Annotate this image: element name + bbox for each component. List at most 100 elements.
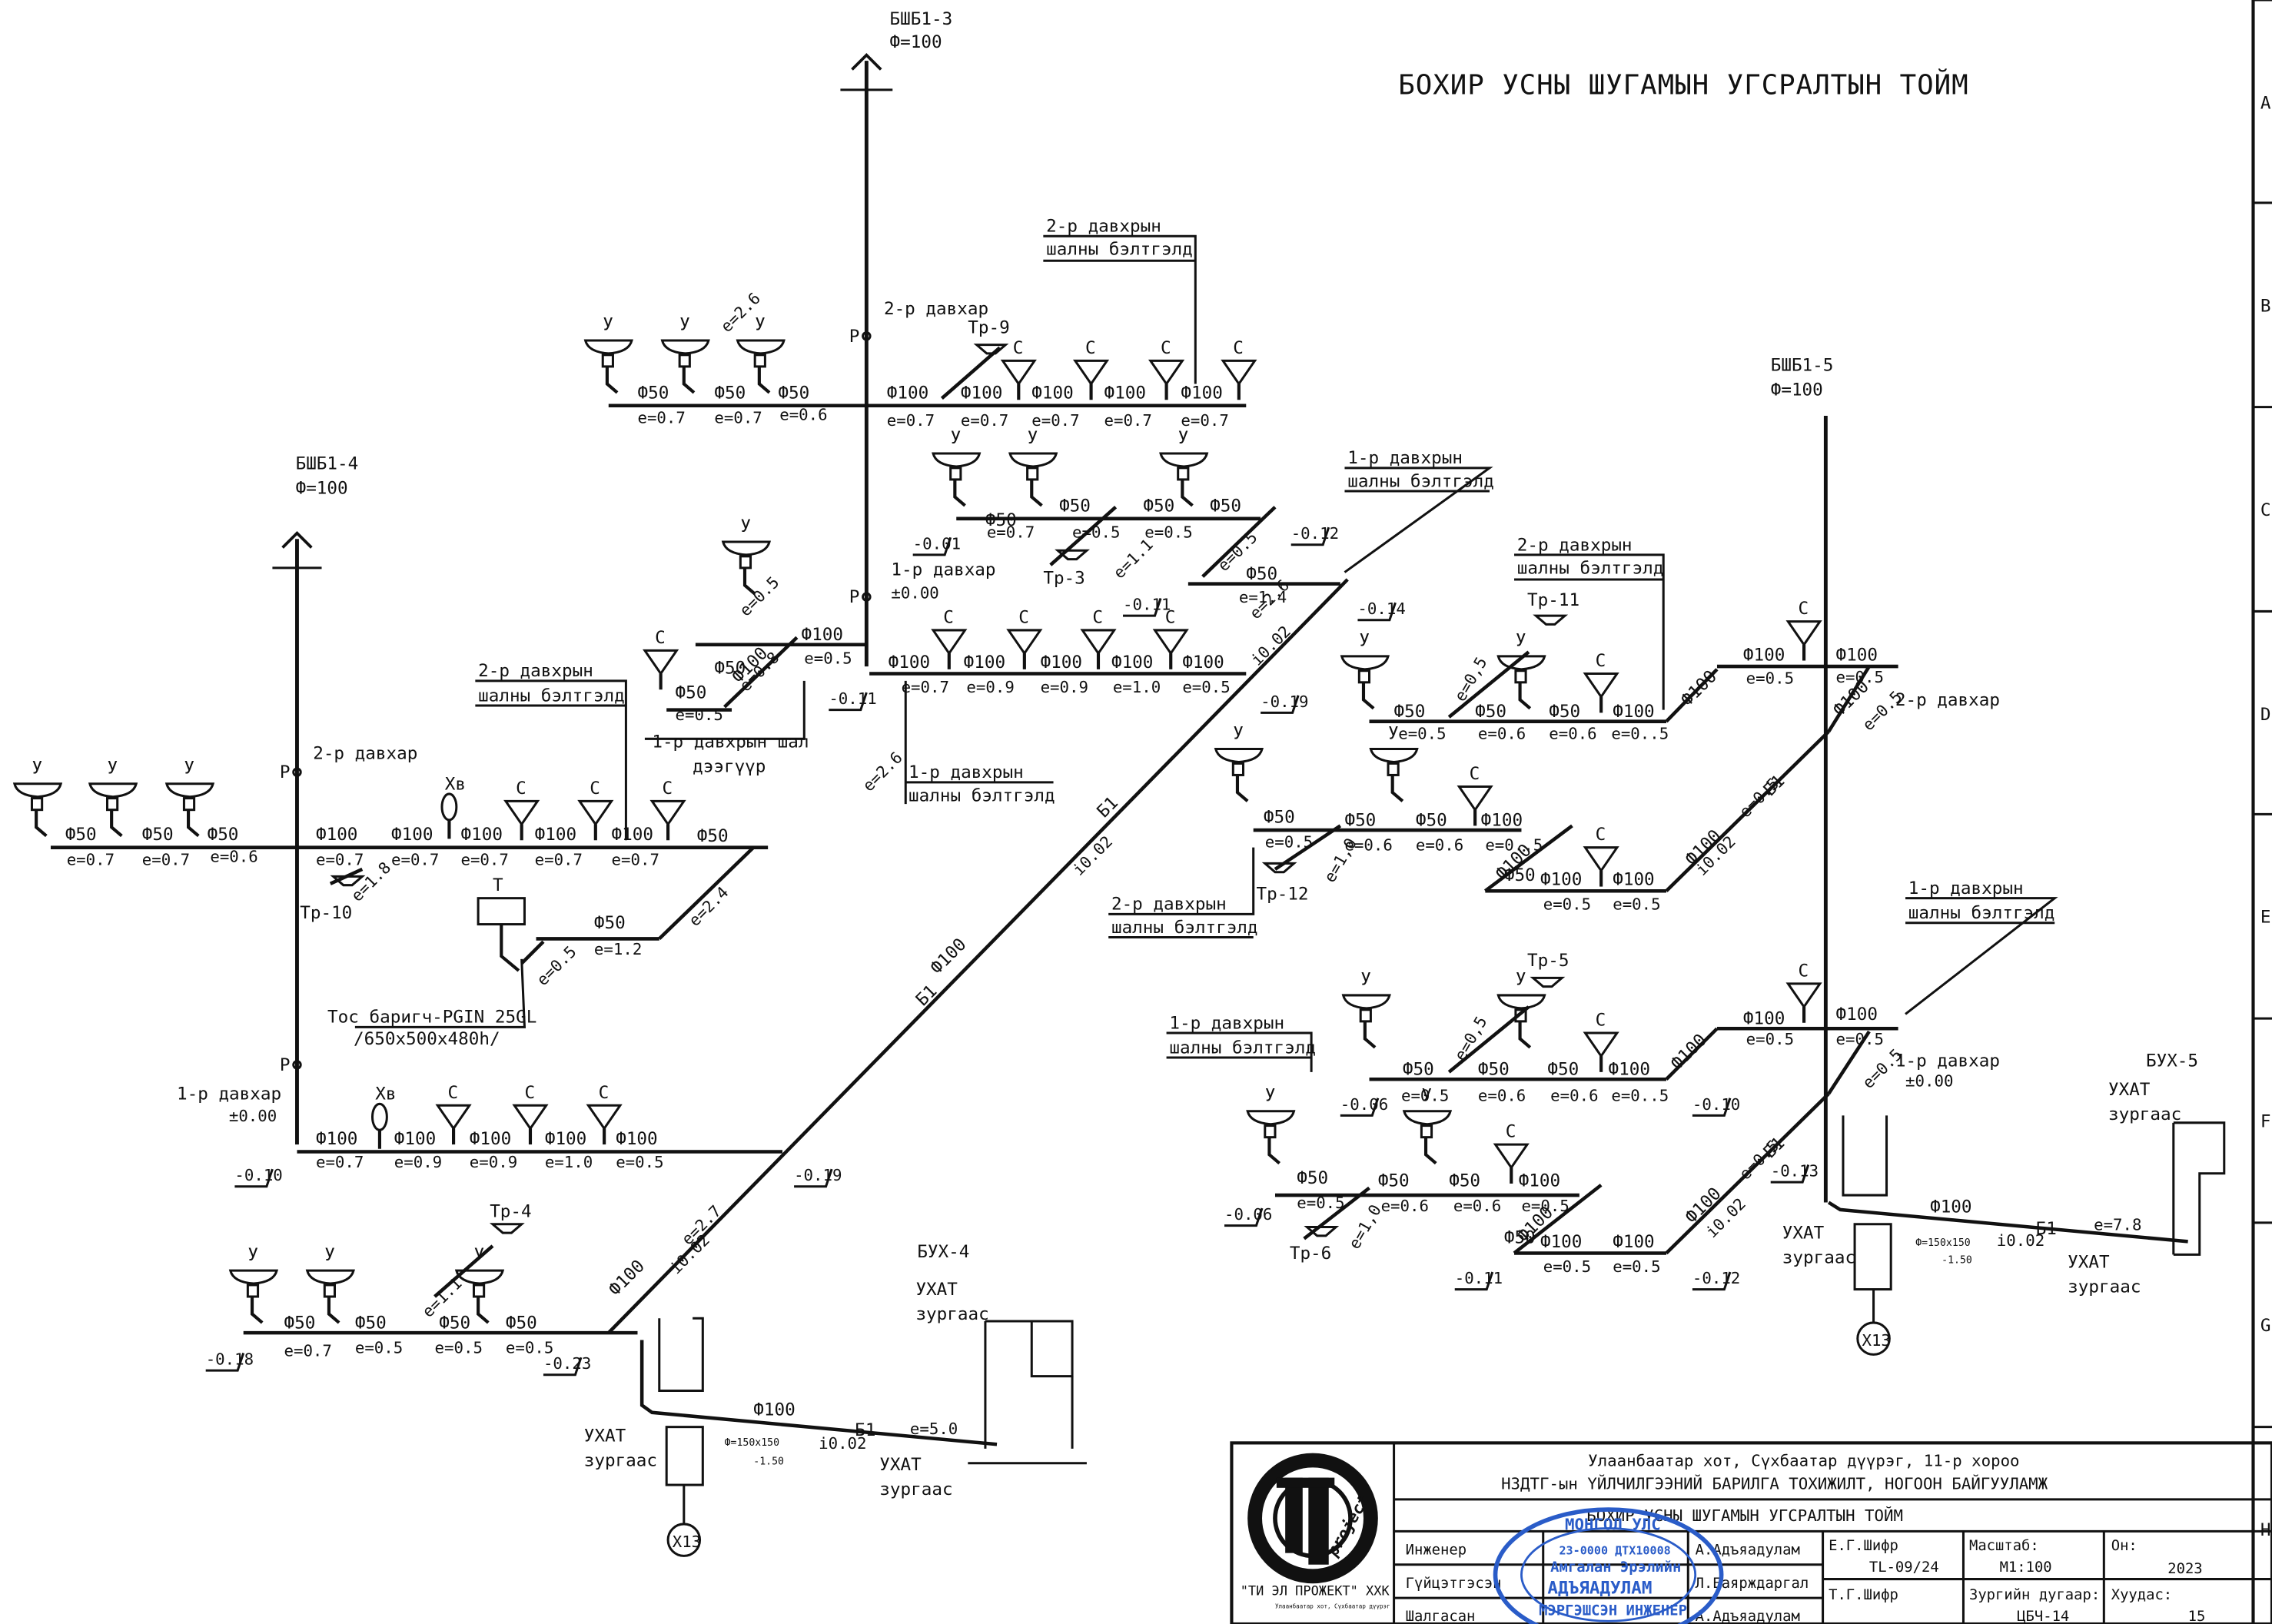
grease-trap-label: /650x500x480h/	[354, 1029, 500, 1049]
company-info: Улаанбаатар хот, Сүхбаатар дүүрэг	[1275, 1602, 1390, 1609]
slope-label: е=0.5	[1613, 1257, 1660, 1276]
riser-bshb1-3: БШБ1-3 Ф=100	[840, 9, 952, 667]
tb-sheet: 15	[2188, 1609, 2206, 1624]
pipe-diameter: Ф100	[1836, 646, 1878, 666]
pipe-diameter: Ф100	[535, 825, 576, 845]
annotation-text: шалны бэлтгэлд	[1169, 1038, 1316, 1058]
slope-label: е=1.0	[1113, 678, 1161, 696]
slope-label: е=0.5	[1182, 678, 1230, 696]
pipe-diameter: Ф50	[1378, 1171, 1410, 1191]
pipe-b1: Б1	[2036, 1219, 2057, 1239]
sheet-frame: A B C D E F G H	[2251, 0, 2272, 1624]
slope-label: е=0.5	[1543, 895, 1591, 914]
diagonal-branches	[329, 346, 1871, 1334]
pipe-diameter: Ф50	[208, 825, 239, 845]
sink-label: С	[943, 608, 954, 628]
slope-label: е=0.5	[1543, 1257, 1591, 1276]
level-label: -0.11	[829, 689, 876, 708]
washbasin-label: У	[679, 315, 690, 335]
pipe-diameter: Ф100	[1743, 1009, 1785, 1029]
pipe-diameter: Ф50	[65, 825, 97, 845]
washbasin-label: У	[324, 1245, 335, 1265]
slope-label: е=0,5	[1451, 654, 1491, 705]
tb-drawing-no-label: Зургийн дугаар:	[1969, 1587, 2100, 1603]
sink-label: С	[1470, 764, 1480, 784]
washbasin-label: У	[108, 759, 118, 779]
tb-name-2: Л.Баярждаргал	[1696, 1576, 1809, 1592]
stamp-country: МОНГОЛ УЛС	[1565, 1515, 1661, 1533]
annotation-text: 2-р давхрын	[1046, 217, 1161, 237]
washbasin-fixture: У	[1402, 1086, 1453, 1165]
washbasin-label: У	[1233, 723, 1244, 743]
level-mark: -0.06	[1224, 1205, 1272, 1227]
stamp-title: МЭРГЭШСЭН ИНЖЕНЕР	[1539, 1603, 1687, 1619]
washbasin-fixture: У	[454, 1245, 505, 1324]
sheet-letter-a: A	[2260, 93, 2271, 113]
washbasin-fixture: У	[305, 1245, 355, 1324]
pipe-diameter: Ф50	[637, 383, 669, 403]
trap-label: Тр-4	[490, 1201, 531, 1221]
floor-trap: Тр-12	[1256, 862, 1309, 905]
washbasin-fixture: У	[1496, 970, 1546, 1049]
slope-label: е=0.5	[355, 1339, 403, 1357]
slope-label: е=1.2	[594, 940, 642, 958]
level-mark: -0.01	[912, 534, 961, 556]
slope-label: е=1.1	[1110, 535, 1157, 582]
sink-fixture: С	[503, 779, 540, 841]
pipe-diameter: Ф50	[1549, 702, 1580, 722]
pipe-diameter: Ф100	[394, 1129, 436, 1149]
level-mark: -0.19	[1261, 692, 1309, 714]
trap-label: Тр-5	[1527, 951, 1569, 971]
pipe-diameter: Ф100	[470, 1129, 511, 1149]
sheet-letter-e: E	[2260, 908, 2271, 928]
slope-label: е=0.5	[1836, 668, 1884, 686]
tb-role-1: Инженер	[1406, 1543, 1467, 1559]
level-label: -0.12	[1692, 1269, 1740, 1287]
slope-label: е=0.7	[535, 850, 583, 868]
pipe-diameter: Ф50	[778, 383, 809, 403]
washbasin-label: У	[1028, 428, 1038, 448]
outlet-ref: зургаас	[1782, 1248, 1855, 1268]
slope-i: i0.02	[1247, 623, 1294, 669]
sink-fixture: С	[1000, 338, 1037, 400]
annotation-text: 2-р давхрын	[1111, 895, 1227, 915]
floor-note: 2-р давхар	[884, 299, 988, 319]
pipe-diameter: Ф100	[605, 1256, 649, 1300]
sink-label: С	[655, 628, 666, 648]
pipe-diameter: Ф100	[1481, 810, 1523, 830]
trap-label: Тр-10	[300, 903, 352, 923]
sink-fixture: С	[577, 779, 614, 841]
level-label: -0.19	[794, 1166, 842, 1184]
floor-trap: Тр-9	[968, 318, 1010, 355]
pipe-diameter: Ф100	[1041, 653, 1082, 673]
pipe-diameter: Ф50	[697, 826, 729, 846]
sink-fixture: С	[1080, 608, 1117, 669]
annotation-text: 2-р давхрын	[1517, 535, 1633, 555]
outlet-ref: УХАТ	[879, 1455, 922, 1475]
riser-name: БШБ1-4	[296, 454, 359, 474]
tank-fixture: Т	[477, 875, 526, 972]
slope-label: е=0.7	[714, 408, 762, 427]
level-mark: -0.11	[1123, 596, 1171, 617]
slope-label: е=0.7	[887, 411, 935, 430]
pipe-diameter: Ф100	[1609, 1060, 1650, 1080]
slope-label: е=0.6	[1478, 1087, 1526, 1105]
washbasin-label: У	[1388, 723, 1399, 743]
tb-sheet-label: Хуудас:	[2111, 1587, 2172, 1603]
level-mark: -0.10	[1692, 1095, 1740, 1117]
pipe-diameter: Ф100	[1743, 646, 1785, 666]
washbasin-label: У	[247, 1245, 258, 1265]
tb-project: НЗДТГ-ын ҮЙЛЧИЛГЭЭНИЙ БАРИЛГА ТОХИЖИЛТ, …	[1501, 1474, 2048, 1493]
slope-label: е=0.5	[435, 1339, 483, 1357]
washbasin-fixture: У	[1369, 723, 1419, 802]
washbasin-label: У	[1516, 631, 1526, 651]
level-mark: -0.23	[543, 1354, 591, 1377]
pipe-diameter: Ф50	[594, 913, 626, 933]
tb-tcode-label: Т.Г.Шифр	[1829, 1587, 1898, 1603]
washbasin-label: У	[1265, 1086, 1276, 1106]
floor-note: 2-р давхар	[313, 744, 417, 764]
slope-label: е=0.7	[987, 523, 1035, 541]
pipe-diameter: Ф50	[1416, 810, 1447, 830]
level-label: -0.12	[1291, 524, 1339, 543]
